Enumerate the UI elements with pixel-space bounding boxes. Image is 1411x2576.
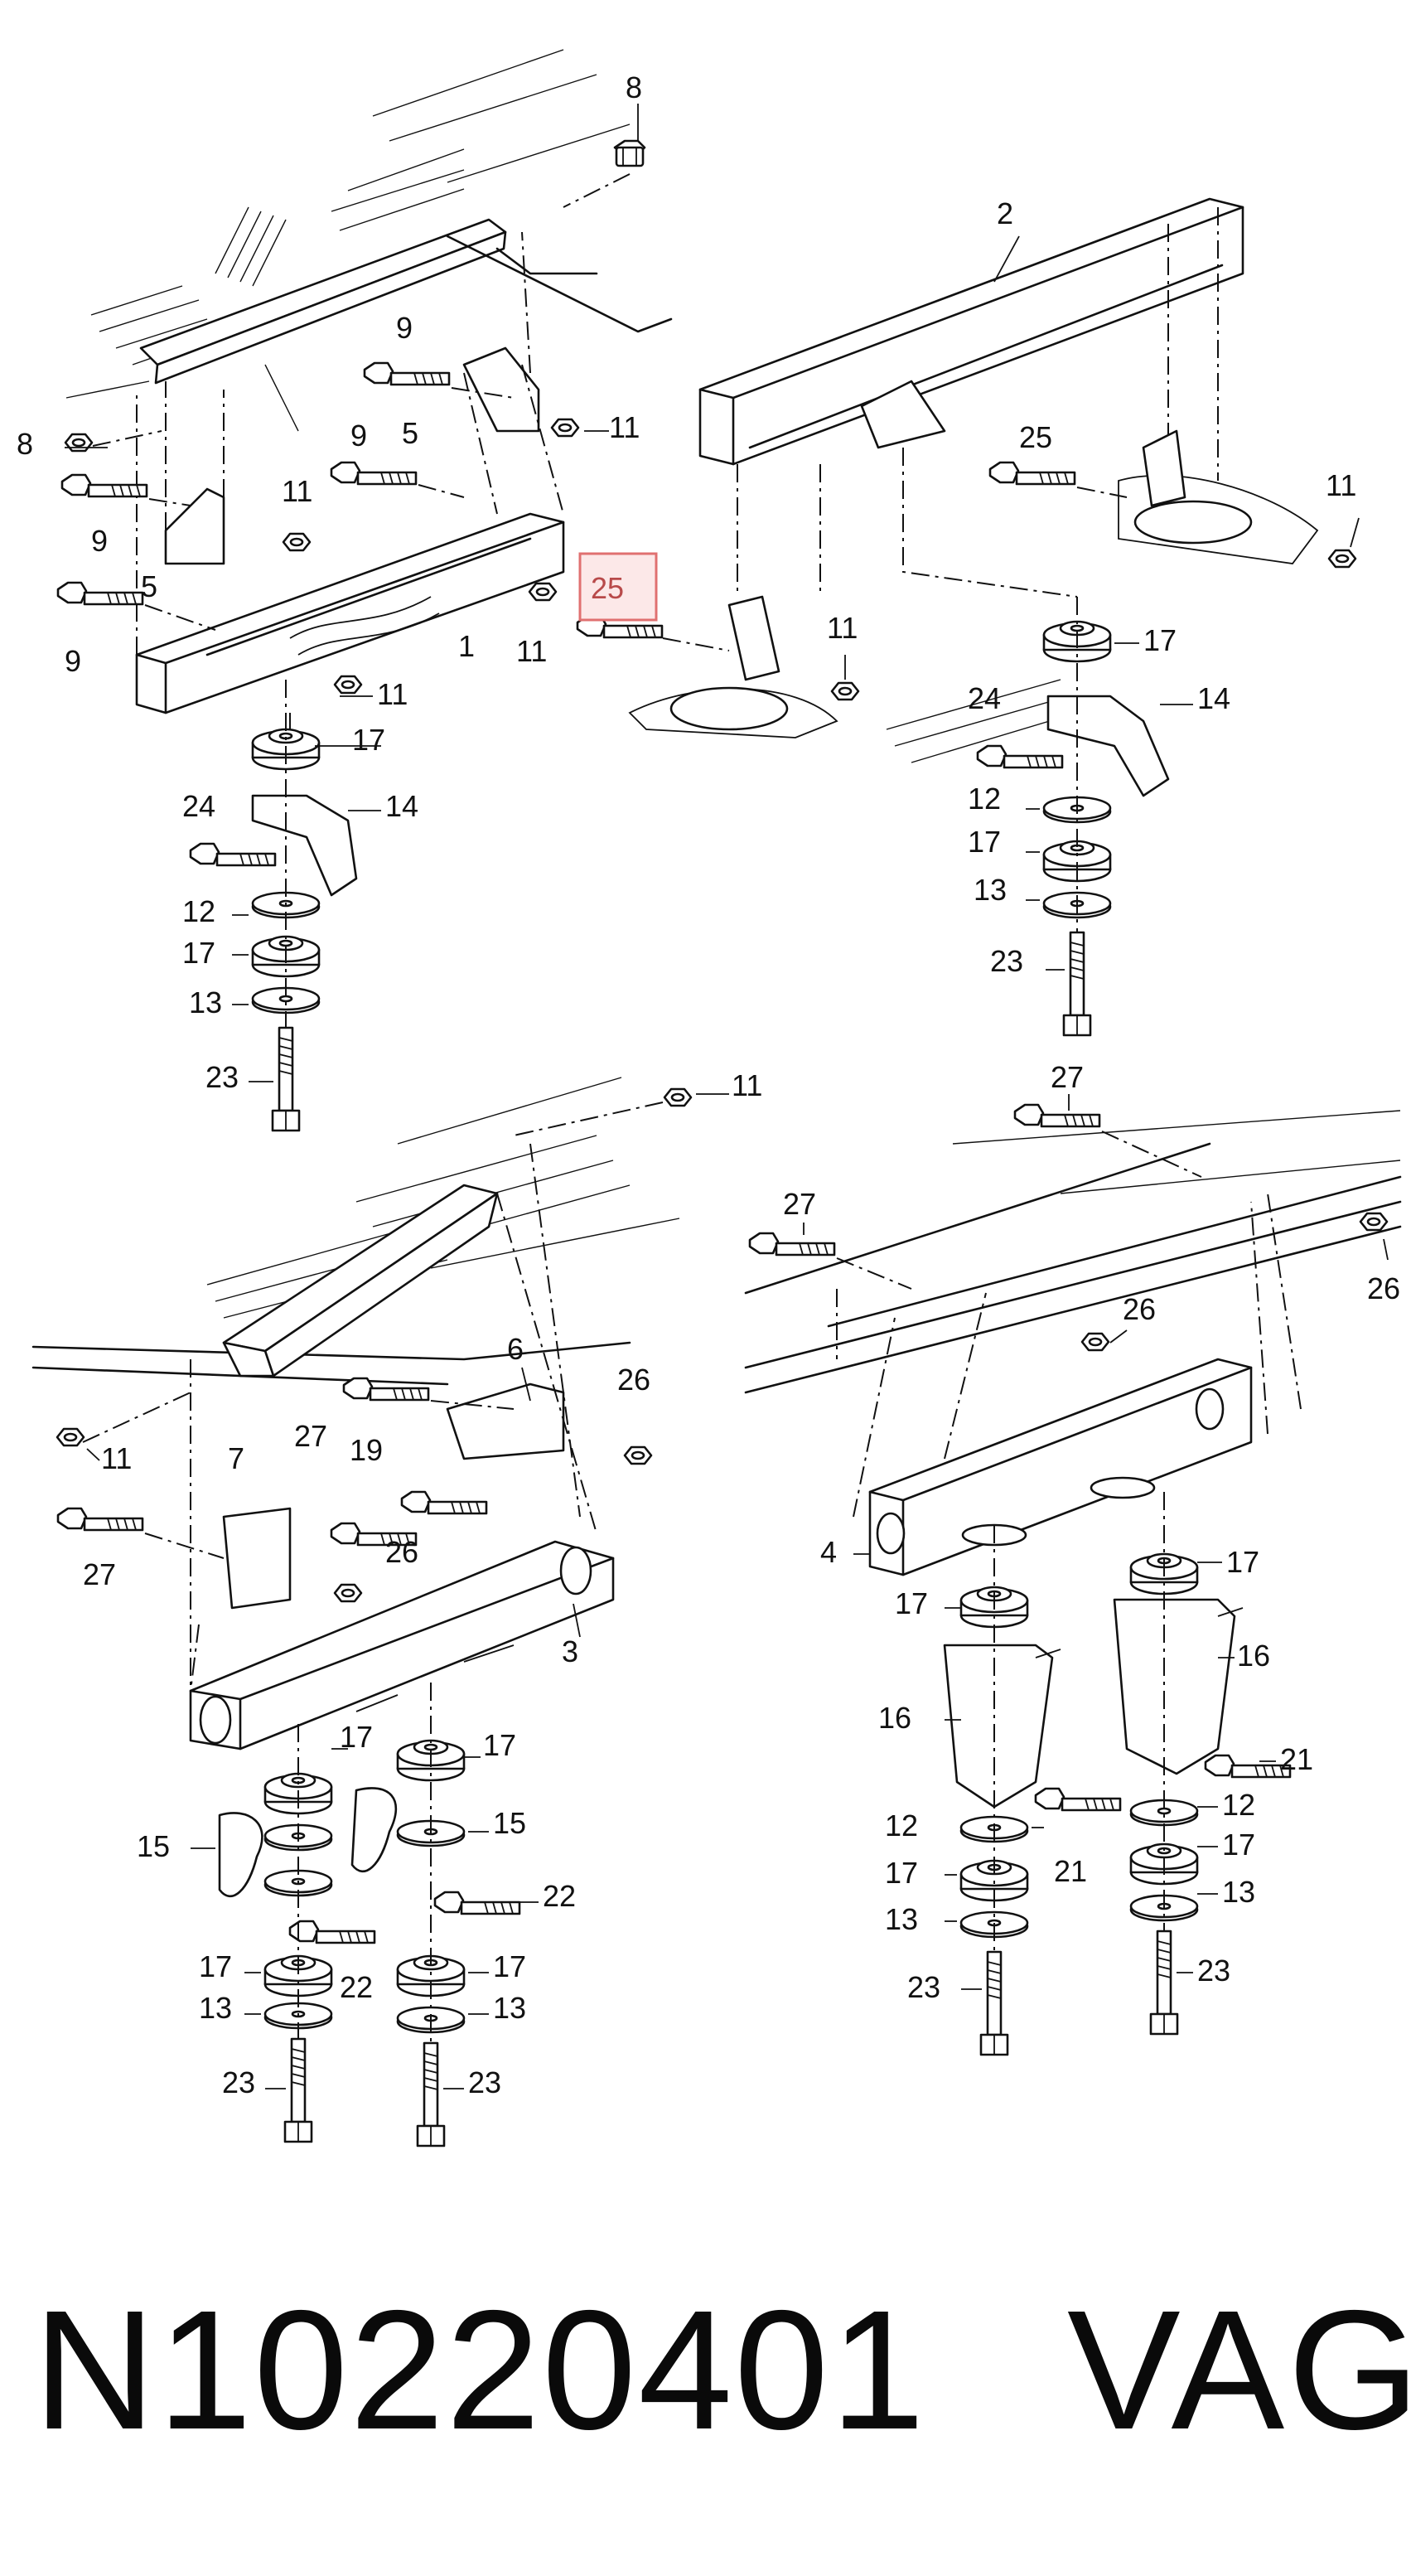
callout: 17	[199, 1949, 232, 1983]
callout: 27	[294, 1419, 327, 1453]
callout: 13	[199, 1991, 232, 2025]
callout: 13	[1222, 1875, 1255, 1909]
callout: 23	[468, 2065, 501, 2099]
callout: 12	[182, 894, 215, 928]
callout: 17	[895, 1586, 928, 1620]
callout: 11	[609, 410, 640, 444]
callout: 25	[1019, 420, 1052, 454]
callout: 27	[783, 1187, 816, 1221]
callout: 16	[1237, 1639, 1270, 1673]
callout: 13	[974, 873, 1007, 907]
callout: 11	[377, 677, 408, 711]
callout: 14	[385, 789, 418, 823]
callout: 13	[493, 1991, 526, 2025]
callout: 17	[885, 1856, 918, 1890]
callout: 13	[885, 1902, 918, 1936]
callout: 11	[101, 1441, 132, 1475]
floor-hatching	[65, 49, 631, 432]
callout: 26	[617, 1363, 650, 1397]
callout: 9	[396, 311, 413, 345]
callout-labels: 8 9 9 5 11 8 9 11 5 9 1 11 11 17 14 24 1…	[17, 70, 1400, 2099]
callout: 9	[65, 644, 81, 678]
callout: 7	[228, 1441, 244, 1475]
callout: 24	[182, 789, 215, 823]
callout: 9	[350, 419, 367, 453]
highlighted-callout-box	[578, 552, 658, 622]
callout: 9	[91, 524, 108, 558]
callout: 17	[968, 825, 1001, 859]
footer-caption: N10220401 VAG	[33, 2275, 1411, 2466]
callout: 17	[182, 936, 215, 970]
callout: 23	[907, 1970, 940, 2004]
callout: 15	[493, 1806, 526, 1840]
brand-name: VAG	[1067, 2275, 1411, 2465]
top-right-assembly	[576, 197, 1360, 1037]
callout: 17	[1226, 1545, 1259, 1579]
callout: 12	[1222, 1788, 1255, 1822]
bottom-right-assembly	[744, 1094, 1402, 2056]
callout: 19	[350, 1433, 383, 1467]
callout: 2	[997, 196, 1013, 230]
callout: 8	[626, 70, 642, 104]
callout: 12	[885, 1809, 918, 1842]
callout: 25	[591, 571, 624, 605]
callout: 13	[189, 985, 222, 1019]
callout: 21	[1054, 1854, 1087, 1888]
top-left-assembly	[56, 49, 673, 1132]
callout: 11	[516, 634, 547, 668]
callout: 23	[222, 2065, 255, 2099]
callout: 5	[141, 569, 157, 603]
callout: 23	[1197, 1954, 1230, 1988]
callout: 17	[483, 1728, 516, 1762]
callout: 11	[827, 611, 858, 645]
callout: 23	[990, 944, 1023, 978]
callout: 17	[1222, 1828, 1255, 1862]
callout: 5	[402, 416, 418, 450]
callout: 3	[562, 1634, 578, 1668]
callout: 23	[205, 1060, 239, 1094]
bottom-left-assembly	[31, 1077, 729, 2147]
callout: 14	[1197, 681, 1230, 715]
callout: 16	[878, 1701, 911, 1735]
callout: 24	[968, 681, 1001, 715]
callout: 17	[352, 723, 385, 757]
callout: 22	[543, 1879, 576, 1913]
callout: 11	[1326, 468, 1356, 502]
callout: 17	[1143, 623, 1177, 657]
part-number: N10220401	[33, 2275, 927, 2465]
callout: 21	[1280, 1742, 1313, 1776]
callout: 26	[1123, 1292, 1156, 1326]
callout: 26	[385, 1535, 418, 1569]
callout: 27	[1051, 1060, 1084, 1094]
callout: 12	[968, 782, 1001, 816]
callout: 11	[732, 1068, 762, 1102]
exploded-parts-diagram: 8 9 9 5 11 8 9 11 5 9 1 11 11 17 14 24 1…	[17, 49, 1402, 2147]
callout: 22	[340, 1970, 373, 2004]
callout: 17	[493, 1949, 526, 1983]
callout: 27	[83, 1557, 116, 1591]
callout: 11	[282, 474, 312, 508]
callout: 15	[137, 1829, 170, 1863]
callout: 1	[458, 629, 475, 663]
callout: 8	[17, 427, 33, 461]
callout: 17	[340, 1720, 373, 1754]
callout: 26	[1367, 1271, 1400, 1305]
callout: 6	[507, 1332, 524, 1366]
callout: 4	[820, 1535, 837, 1569]
